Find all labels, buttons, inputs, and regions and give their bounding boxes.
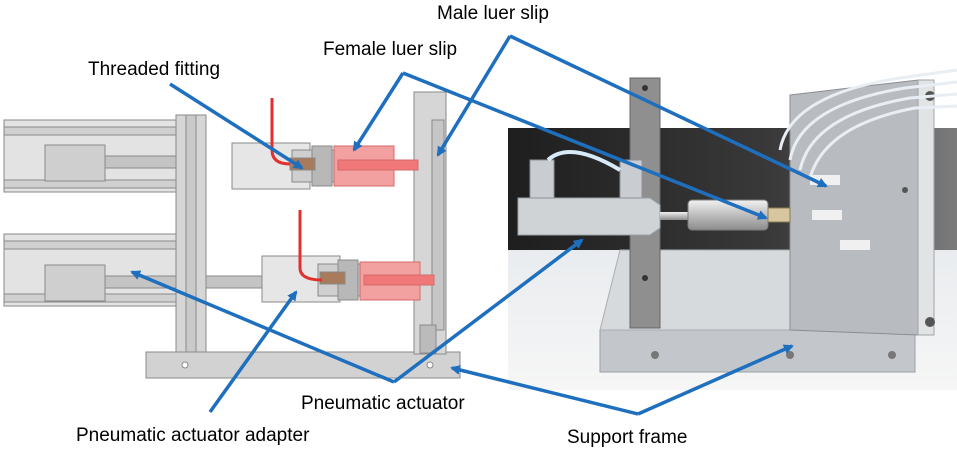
photo-right-plate [789,79,919,336]
label-threaded-fitting: Threaded fitting [88,59,221,80]
arrow-adapter-to-cad [208,290,298,414]
photo-actuator-body [517,197,661,236]
upper-actuator-cylinder [3,119,201,193]
label-pneumatic-actuator: Pneumatic actuator [301,393,465,414]
lower-red-tube [298,210,323,282]
photo [508,68,957,390]
cad-drawing [3,91,461,379]
label-pneumatic-actuator-adapter: Pneumatic actuator adapter [76,425,310,446]
base-plate [145,351,461,379]
arrow-pneu-to-cad [130,270,395,384]
arrow-support-to-cad [450,365,639,416]
arrow-male-to-cad [436,35,512,157]
upper-adapter-assembly [231,142,419,190]
label-support-frame: Support frame [567,427,688,448]
arrow-male-to-photo [509,34,828,188]
label-female-luer-slip: Female luer slip [323,39,458,60]
arrow-threaded-to-cad [169,82,304,170]
lower-actuator-cylinder [3,233,266,307]
photo-tubes [778,68,957,179]
lower-adapter-assembly [261,255,435,303]
arrow-support-to-photo [637,344,794,416]
arrow-pneu-to-photo [392,238,584,384]
arrow-female-to-photo [402,71,768,220]
photo-base-plate [599,329,916,373]
callout-arrows [130,34,828,416]
label-male-luer-slip: Male luer slip [437,3,549,24]
arrow-female-to-cad [352,72,405,152]
